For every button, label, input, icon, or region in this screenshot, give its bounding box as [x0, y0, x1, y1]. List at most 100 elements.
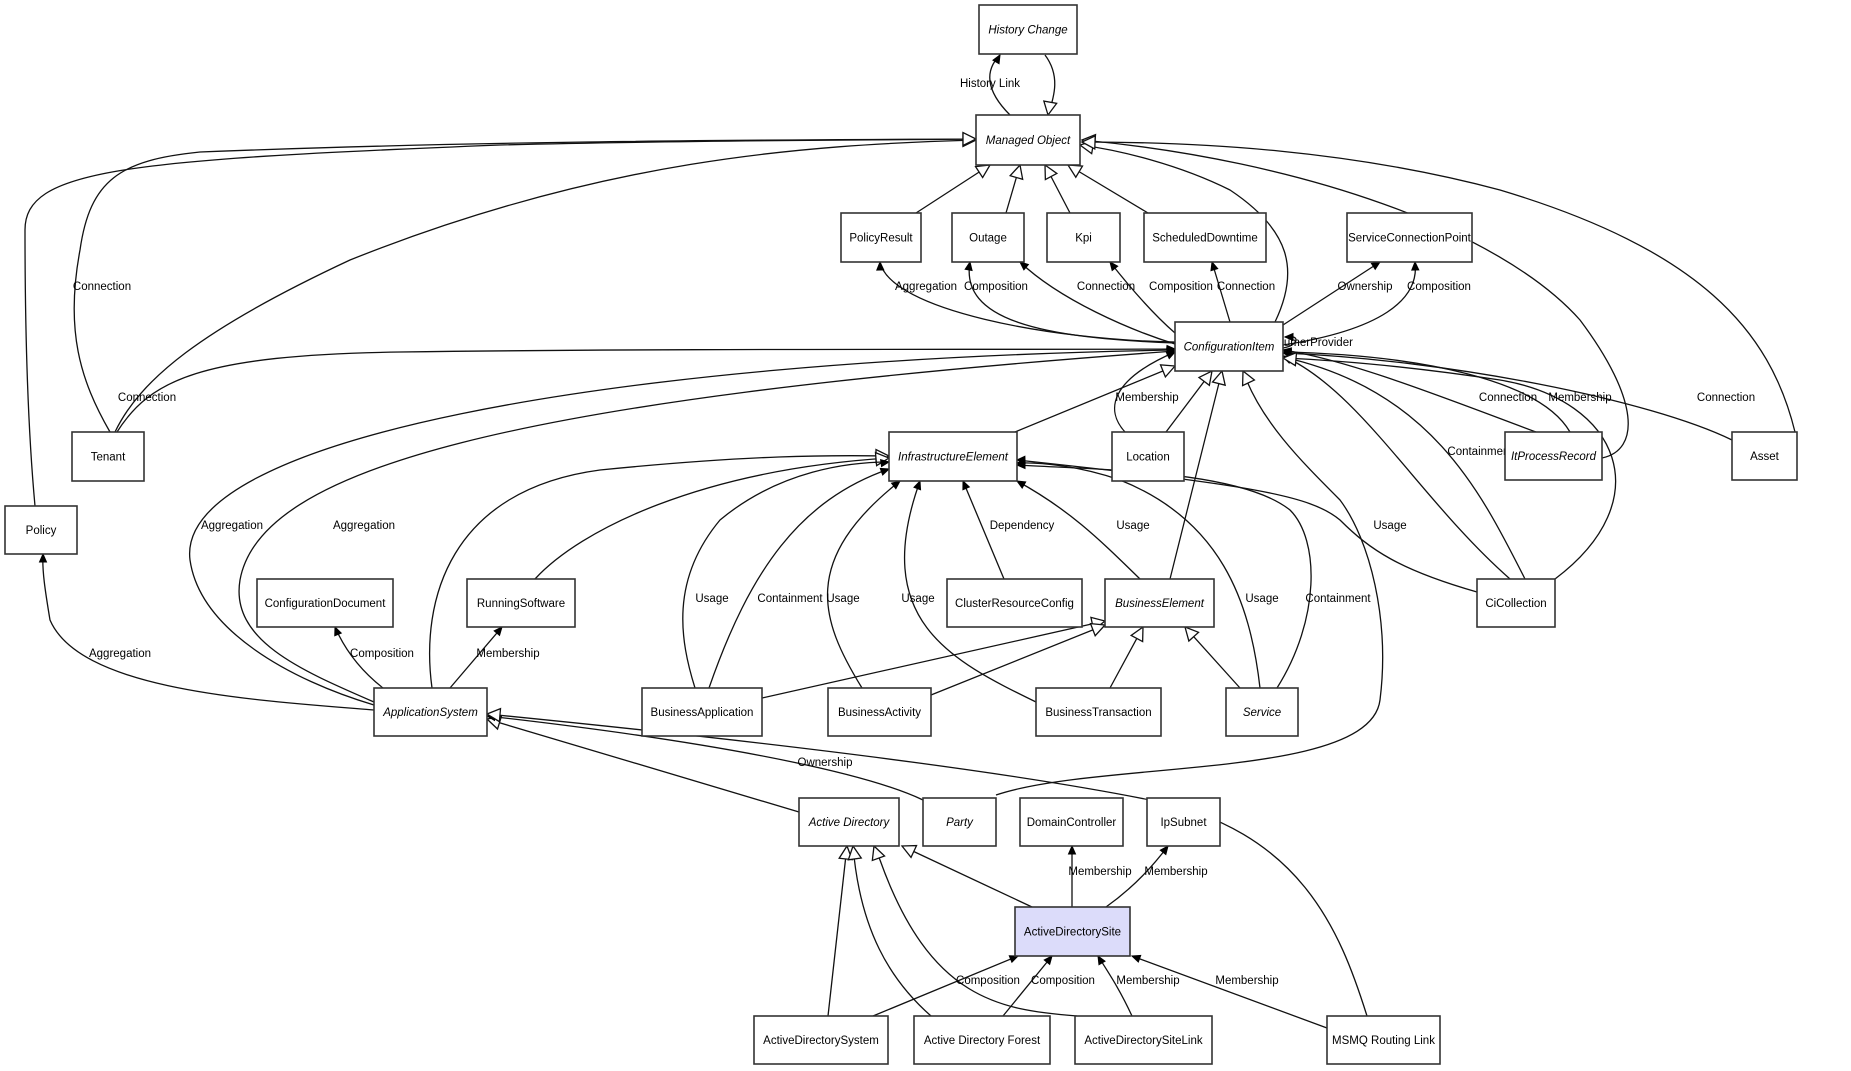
class-box[interactable] [1019, 797, 1124, 847]
class-box[interactable] [71, 431, 145, 482]
class-node-active-directory-forest[interactable]: Active Directory Forest [913, 1015, 1051, 1065]
class-node-it-process-record[interactable]: ItProcessRecord [1504, 431, 1603, 481]
class-node-managed-object[interactable]: Managed Object [975, 114, 1081, 166]
class-node-tenant[interactable]: Tenant [71, 431, 145, 482]
edge-association-active_directory_system-to-active_directory_site [872, 955, 1020, 1017]
class-box[interactable] [1225, 687, 1299, 737]
edge-label: Membership [1215, 975, 1278, 987]
association-arrowhead-icon [1166, 347, 1177, 356]
class-node-service-connection-point[interactable]: ServiceConnectionPoint [1346, 212, 1473, 263]
class-box[interactable] [1014, 906, 1131, 957]
edge-label: Composition [350, 648, 414, 660]
edge-line [1105, 845, 1169, 908]
edge-inheritance-service-to-business_element [1184, 625, 1241, 689]
class-node-configuration-item[interactable]: ConfigurationItem [1174, 321, 1284, 372]
edge-inheritance-location-to-configuration_item [1165, 369, 1213, 433]
edge-label: Connection [73, 281, 131, 293]
edge-association-active_directory_site-to-ip_subnet [1105, 845, 1169, 908]
class-box[interactable] [951, 212, 1025, 263]
class-node-cluster-resource-config[interactable]: ClusterResourceConfig [946, 578, 1083, 628]
class-box[interactable] [1174, 321, 1284, 372]
edge-line [1016, 464, 1312, 689]
class-node-infrastructure-element[interactable]: InfrastructureElement [888, 431, 1018, 482]
class-box[interactable] [256, 578, 394, 628]
class-box[interactable] [975, 114, 1081, 166]
class-node-business-element[interactable]: BusinessElement [1104, 578, 1215, 628]
class-box[interactable] [1074, 1015, 1213, 1065]
edge-line [238, 350, 1176, 703]
class-box[interactable] [913, 1015, 1051, 1065]
class-box[interactable] [946, 578, 1083, 628]
class-node-asset[interactable]: Asset [1731, 431, 1798, 481]
class-box[interactable] [1346, 212, 1473, 263]
class-box[interactable] [840, 212, 922, 263]
class-box[interactable] [1146, 797, 1221, 847]
class-box[interactable] [373, 687, 488, 737]
class-node-party[interactable]: Party [922, 797, 997, 847]
class-box[interactable] [1143, 212, 1267, 263]
class-box[interactable] [922, 797, 997, 847]
class-node-service[interactable]: Service [1225, 687, 1299, 737]
class-box[interactable] [466, 578, 576, 628]
class-box[interactable] [4, 505, 78, 555]
class-node-business-activity[interactable]: BusinessActivity [827, 687, 932, 737]
class-name: ActiveDirectorySite [1024, 927, 1121, 939]
edge-label: Containment [757, 593, 823, 605]
association-arrowhead-icon [1015, 460, 1026, 470]
edge-label: Connection [1479, 392, 1537, 404]
class-node-history-change[interactable]: History Change [978, 4, 1078, 55]
association-arrowhead-icon [1159, 845, 1169, 856]
association-arrowhead-icon [1015, 455, 1026, 464]
class-node-application-system[interactable]: ApplicationSystem [373, 687, 488, 737]
class-node-active-directory-system[interactable]: ActiveDirectorySystem [753, 1015, 889, 1065]
class-node-configuration-document[interactable]: ConfigurationDocument [256, 578, 394, 628]
edge-line [1002, 955, 1053, 1017]
edge-association-business_transaction-to-infrastructure_element [903, 479, 1037, 703]
class-box[interactable] [1104, 578, 1215, 628]
edge-inheritance-tenant-to-managed_object [114, 132, 978, 433]
edge-association-business_application-to-infrastructure_element [682, 458, 891, 689]
class-name: CiCollection [1485, 598, 1546, 610]
class-node-msmq-routing-link[interactable]: MSMQ Routing Link [1326, 1015, 1441, 1065]
class-name: Active Directory Forest [924, 1035, 1041, 1047]
class-node-ci-collection[interactable]: CiCollection [1476, 578, 1556, 628]
class-box[interactable] [1476, 578, 1556, 628]
class-box[interactable] [1326, 1015, 1441, 1065]
class-node-scheduled-downtime[interactable]: ScheduledDowntime [1143, 212, 1267, 263]
class-box[interactable] [798, 797, 900, 847]
class-node-policy-result[interactable]: PolicyResult [840, 212, 922, 263]
class-node-business-application[interactable]: BusinessApplication [641, 687, 763, 737]
class-box[interactable] [888, 431, 1018, 482]
class-name: Party [946, 817, 974, 829]
edge-association-tenant-to-managed_object [73, 134, 978, 433]
class-node-policy[interactable]: Policy [4, 505, 78, 555]
class-box[interactable] [641, 687, 763, 737]
class-node-kpi[interactable]: Kpi [1046, 212, 1121, 263]
class-node-active-directory[interactable]: Active Directory [798, 797, 900, 847]
class-node-domain-controller[interactable]: DomainController [1019, 797, 1124, 847]
class-box[interactable] [1035, 687, 1162, 737]
class-node-business-transaction[interactable]: BusinessTransaction [1035, 687, 1162, 737]
class-node-outage[interactable]: Outage [951, 212, 1025, 263]
class-box[interactable] [1111, 431, 1185, 482]
class-box[interactable] [827, 687, 932, 737]
class-node-active-directory-site-link[interactable]: ActiveDirectorySiteLink [1074, 1015, 1213, 1065]
class-box[interactable] [1046, 212, 1121, 263]
edge-label: Membership [476, 648, 539, 660]
inheritance-arrowhead-icon [1281, 351, 1298, 367]
edge-line [1282, 261, 1417, 346]
edge-label: Usage [826, 593, 859, 605]
association-arrowhead-icon [992, 53, 1001, 65]
class-name: InfrastructureElement [898, 452, 1009, 464]
class-box[interactable] [1731, 431, 1798, 481]
edge-association-active_directory_site_link-to-active_directory_site [1097, 954, 1133, 1017]
class-node-location[interactable]: Location [1111, 431, 1185, 482]
class-box[interactable] [753, 1015, 889, 1065]
class-node-active-directory-site[interactable]: ActiveDirectorySite [1014, 906, 1131, 957]
class-node-ip-subnet[interactable]: IpSubnet [1146, 797, 1221, 847]
class-box[interactable] [978, 4, 1078, 55]
class-node-running-software[interactable]: RunningSoftware [466, 578, 576, 628]
association-arrowhead-icon [879, 458, 891, 468]
class-box[interactable] [1504, 431, 1603, 481]
association-arrowhead-icon [1019, 261, 1030, 271]
